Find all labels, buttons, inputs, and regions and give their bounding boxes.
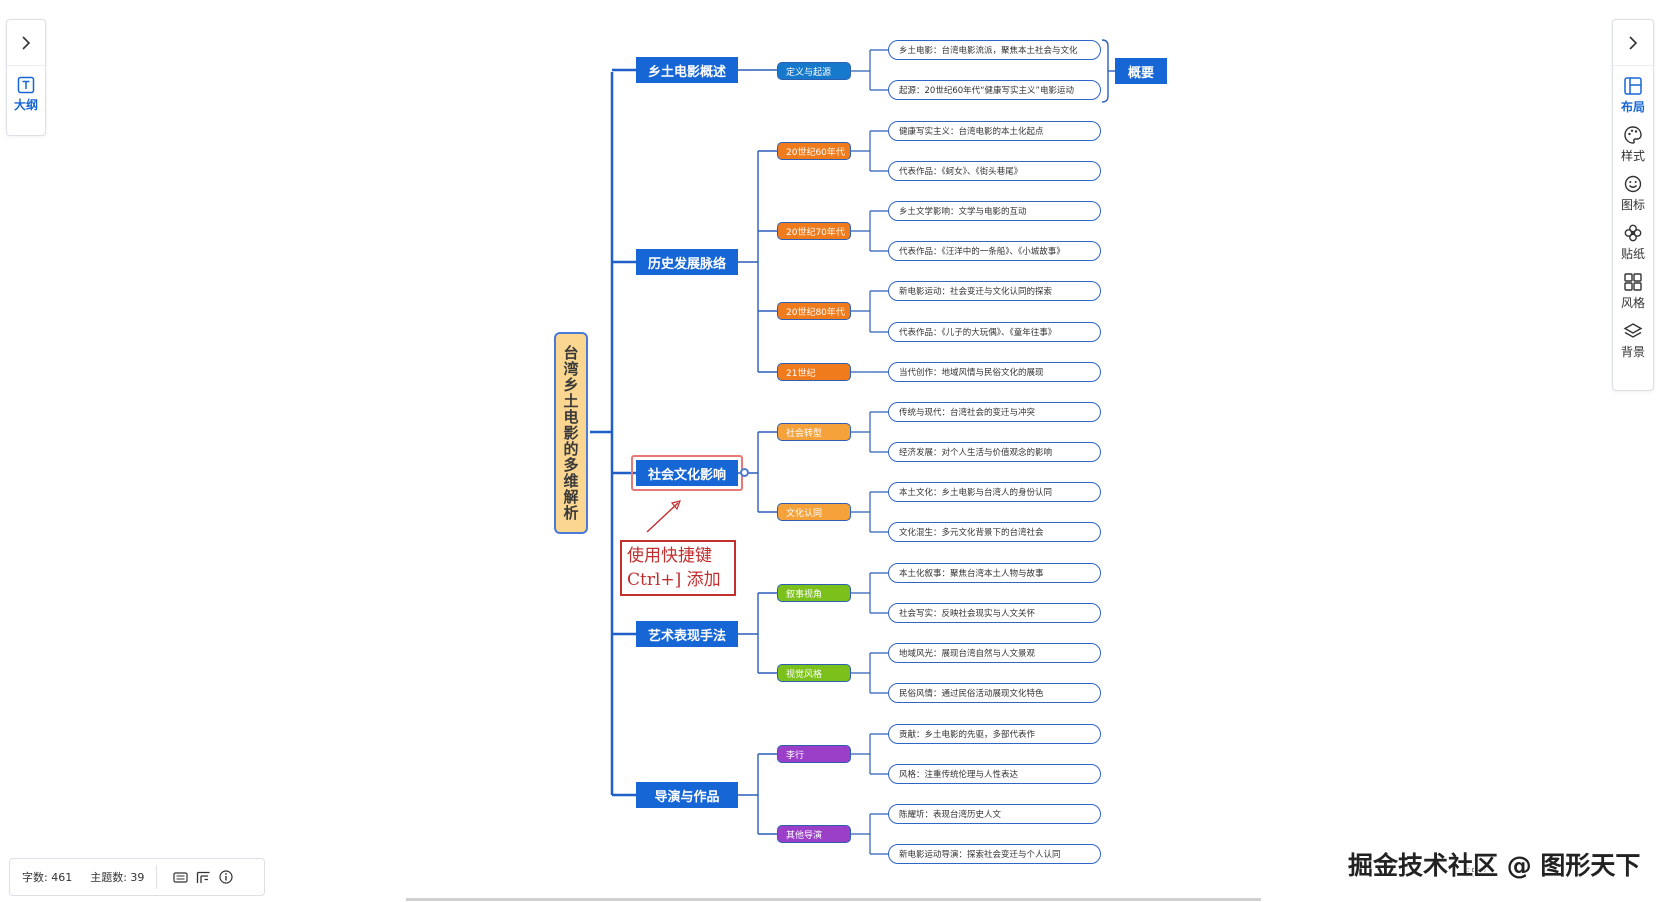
sticker-icon — [1624, 224, 1642, 242]
leaf-connector — [870, 49, 888, 91]
icon-button[interactable]: 图标 — [1613, 174, 1653, 213]
leaf-connector — [870, 491, 888, 533]
leaf-topic[interactable]: 民俗风情：通过民俗活动展现文化特色 — [888, 683, 1101, 703]
leaf-topic[interactable]: 乡土文学影响：文学与电影的互动 — [888, 201, 1101, 221]
minimap-button[interactable] — [196, 871, 211, 884]
callout-arrow — [646, 502, 679, 533]
summary-topic[interactable]: 概要 — [1115, 58, 1167, 84]
subtopic-1970s[interactable]: 20世纪70年代 — [777, 222, 851, 240]
keyboard-icon — [173, 871, 189, 883]
theme-grid-icon — [1624, 273, 1642, 291]
leaf-connector — [870, 813, 888, 855]
subtopic-definition[interactable]: 定义与起源 — [777, 62, 851, 80]
layers-icon — [1623, 323, 1643, 338]
leaf-topic[interactable]: 代表作品：《蚵女》、《街头巷尾》 — [888, 161, 1101, 181]
divider — [156, 865, 158, 889]
subtopic-1980s[interactable]: 20世纪80年代 — [777, 302, 851, 320]
collapse-right-button[interactable] — [1613, 20, 1653, 66]
layout-icon — [1624, 77, 1642, 95]
leaf-topic[interactable]: 当代创作：地域风情与民俗文化的展现 — [888, 362, 1101, 382]
leaf-connector — [870, 130, 888, 172]
leaf-connector — [870, 652, 888, 694]
info-icon — [219, 870, 234, 884]
leaf-topic[interactable]: 乡土电影：台湾电影流派，聚焦本土社会与文化 — [888, 40, 1101, 60]
palette-icon — [1624, 126, 1642, 144]
leaf-topic[interactable]: 经济发展：对个人生活与价值观念的影响 — [888, 442, 1101, 462]
leaf-topic[interactable]: 本土文化：乡土电影与台湾人的身份认同 — [888, 482, 1101, 502]
leaf-connector — [870, 733, 888, 775]
leaf-topic[interactable]: 社会写实：反映社会现实与人文关怀 — [888, 603, 1101, 623]
leaf-topic[interactable]: 地域风光：展现台湾自然与人文景观 — [888, 643, 1101, 663]
leaf-topic[interactable]: 代表作品：《儿子的大玩偶》、《童年往事》 — [888, 322, 1101, 342]
subtopic-other-directors[interactable]: 其他导演 — [777, 825, 851, 843]
add-child-handle[interactable] — [740, 468, 749, 477]
status-bar: 字数: 461 主题数: 39 — [9, 858, 265, 896]
keyboard-button[interactable] — [173, 871, 189, 884]
callout-arrowhead — [670, 500, 681, 511]
main-topic-overview[interactable]: 乡土电影概述 — [636, 57, 738, 83]
leaf-topic[interactable]: 本土化叙事：聚焦台湾本土人物与故事 — [888, 563, 1101, 583]
leaf-connector — [870, 411, 888, 453]
theme-button[interactable]: 风格 — [1613, 272, 1653, 311]
expand-left-button[interactable] — [7, 20, 45, 66]
leaf-topic[interactable]: 陈耀圻：表现台湾历史人文 — [888, 804, 1101, 824]
subtopic-cultural-identity[interactable]: 文化认同 — [777, 503, 851, 521]
background-button[interactable]: 背景 — [1613, 321, 1653, 360]
word-count: 字数: 461 — [22, 871, 73, 884]
watermark: 掘金技术社区 @ 图形天下 — [1348, 851, 1641, 880]
subtopic-1960s[interactable]: 20世纪60年代 — [777, 142, 851, 160]
zoom-level[interactable]: 65% — [1463, 866, 1490, 880]
leaf-connector — [870, 290, 888, 333]
info-button[interactable] — [219, 870, 234, 884]
style-button[interactable]: 样式 — [1613, 125, 1653, 164]
leaf-topic[interactable]: 健康写实主义：台湾电影的本土化起点 — [888, 121, 1101, 141]
outline-label: 大纲 — [13, 98, 38, 112]
subtopic-li-xing[interactable]: 李行 — [777, 745, 851, 763]
outline-text-icon — [17, 76, 35, 94]
subtopic-21st-century[interactable]: 21世纪 — [777, 363, 851, 381]
subtopic-narrative[interactable]: 叙事视角 — [777, 584, 851, 602]
leaf-topic[interactable]: 传统与现代：台湾社会的变迁与冲突 — [888, 402, 1101, 422]
root-topic[interactable]: 台湾乡土电影的多维解析 — [554, 332, 588, 534]
leaf-topic[interactable]: 起源：20世纪60年代“健康写实主义”电影运动 — [888, 80, 1101, 100]
summary-bracket — [1101, 39, 1109, 103]
chevron-right-icon — [1629, 35, 1638, 50]
outline-button[interactable]: 大纲 — [7, 76, 45, 113]
leaf-connector — [870, 572, 888, 614]
leaf-topic[interactable]: 贡献：乡土电影的先驱，多部代表作 — [888, 724, 1101, 744]
right-panel: 布局 样式 图标 贴纸 风格 背景 — [1612, 19, 1654, 391]
topic-count: 主题数: 39 — [90, 871, 145, 884]
structure-icon — [197, 871, 210, 883]
leaf-connector — [870, 210, 888, 252]
subtopic-visual-style[interactable]: 视觉风格 — [777, 664, 851, 682]
layout-button[interactable]: 布局 — [1613, 76, 1653, 115]
horizontal-scrollbar[interactable] — [406, 898, 1261, 901]
shortcut-callout: 使用快捷键 Ctrl+] 添加 — [620, 540, 736, 596]
chevron-right-icon — [22, 35, 31, 50]
emoji-icon — [1624, 175, 1642, 193]
main-topic-social-culture[interactable]: 社会文化影响 — [636, 460, 738, 486]
leaf-topic[interactable]: 文化混生：多元文化背景下的台湾社会 — [888, 522, 1101, 542]
main-topic-history[interactable]: 历史发展脉络 — [636, 249, 738, 275]
leaf-topic[interactable]: 代表作品：《汪洋中的一条船》、《小城故事》 — [888, 241, 1101, 261]
sticker-button[interactable]: 贴纸 — [1613, 223, 1653, 262]
leaf-topic[interactable]: 新电影运动：社会变迁与文化认同的探索 — [888, 281, 1101, 301]
leaf-topic[interactable]: 新电影运动导演：探索社会变迁与个人认同 — [888, 844, 1101, 864]
main-topic-directors[interactable]: 导演与作品 — [636, 782, 738, 808]
subtopic-social-transition[interactable]: 社会转型 — [777, 423, 851, 441]
main-topic-art[interactable]: 艺术表现手法 — [636, 621, 738, 647]
leaf-topic[interactable]: 风格：注重传统伦理与人性表达 — [888, 764, 1101, 784]
left-panel: 大纲 — [6, 19, 46, 136]
